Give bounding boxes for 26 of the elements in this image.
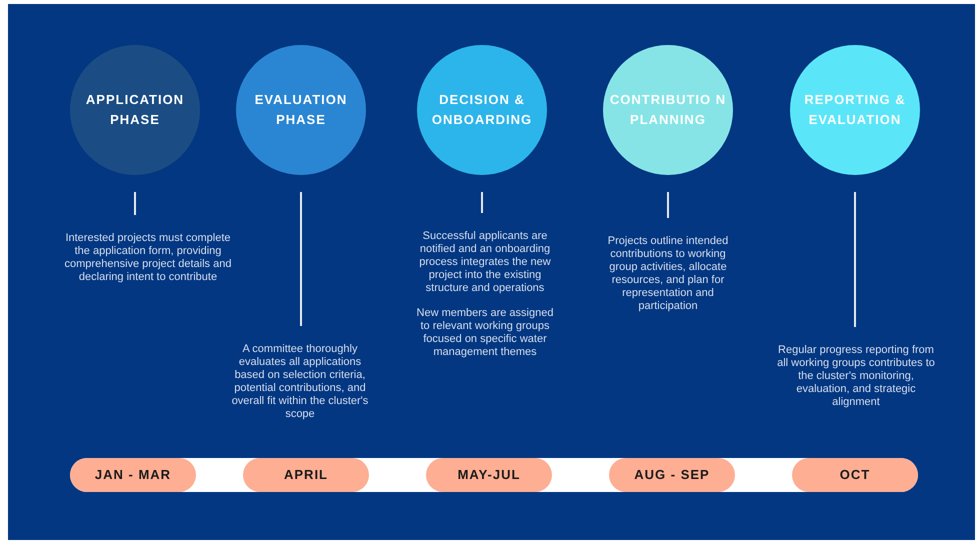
- connector-line: [134, 192, 136, 215]
- description-text: Projects outline intended contributions to working group activities, allocate resources, and plan for representation and participation: [606, 235, 730, 313]
- connector-line: [300, 192, 302, 326]
- phase-title: REPORTING & EVALUATION: [803, 91, 907, 129]
- connector-line: [667, 192, 669, 218]
- date-label: OCT: [840, 466, 870, 484]
- date-label: AUG - SEP: [634, 466, 710, 484]
- phase-title: EVALUATION PHASE: [254, 91, 348, 129]
- date-pill: [609, 458, 735, 492]
- date-label: APRIL: [284, 466, 328, 484]
- phase-title: DECISION & ONBOARDING: [430, 91, 534, 129]
- description-text: Regular progress reporting from all working groups contributes to the cluster's monitoring, evaluation, and strategic alignment: [776, 344, 936, 409]
- date-label: JAN - MAR: [94, 466, 172, 484]
- description-text: A committee thoroughly evaluates all applications based on selection criteria, potential contributions, and overall fit within the cluster's scope: [230, 343, 370, 421]
- connector-line: [481, 192, 483, 213]
- description-text: New members are assigned to relevant working groups focused on specific water management themes: [416, 307, 554, 359]
- date-pill: [70, 458, 196, 492]
- date-pill: [792, 458, 918, 492]
- date-pill: [426, 458, 552, 492]
- description-text: Interested projects must complete the application form, providing comprehensive project details and declaring intent to contribute: [64, 232, 232, 284]
- date-pill: [243, 458, 369, 492]
- connector-line: [854, 192, 856, 327]
- date-label: MAY-JUL: [458, 466, 520, 484]
- phase-title: CONTRIBUTIO N PLANNING: [608, 91, 728, 129]
- phase-title: APPLICATION PHASE: [84, 91, 186, 129]
- description-text: Successful applicants are notified and an onboarding process integrates the new project into the existing structure and operations: [418, 230, 552, 295]
